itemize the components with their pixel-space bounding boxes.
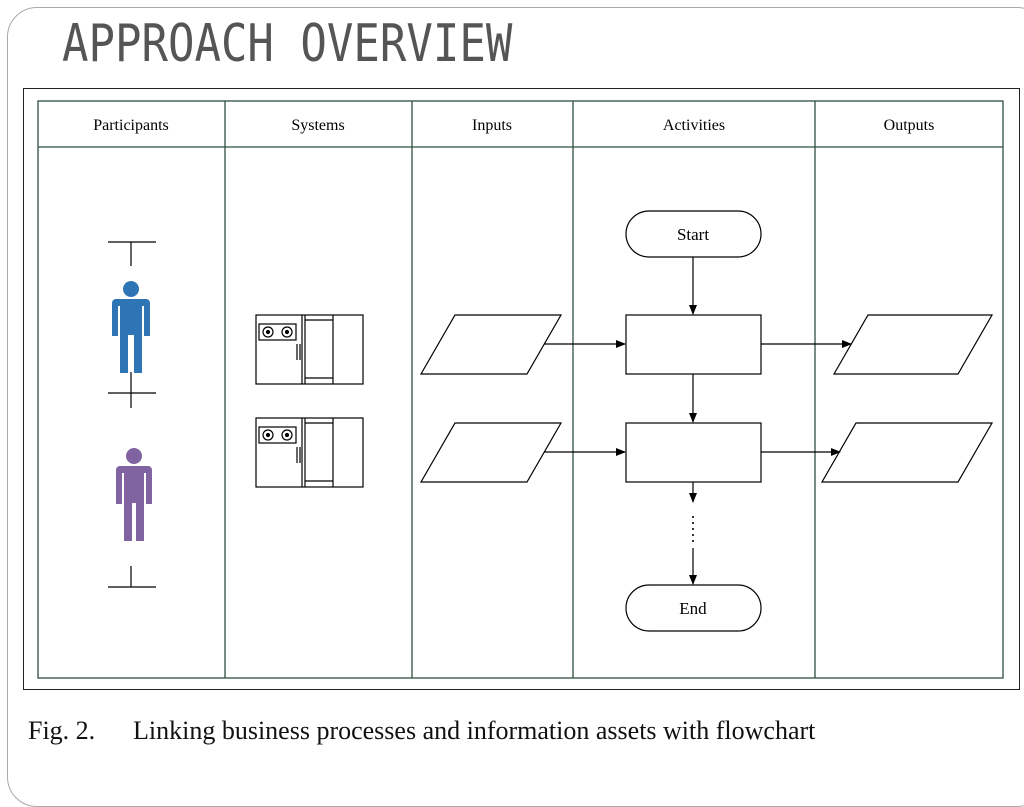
person-icon	[112, 281, 150, 373]
server-icon	[255, 314, 364, 385]
output-data-shape	[820, 422, 994, 483]
end-terminator	[625, 584, 762, 632]
figure-caption: Fig. 2. Linking business processes and in…	[28, 716, 1024, 746]
process-box	[625, 314, 762, 375]
lane-header-inputs: Inputs	[472, 117, 512, 134]
figure-box	[23, 88, 1020, 690]
output-data-shape	[832, 314, 994, 375]
lane-header-participants: Participants	[93, 117, 169, 134]
process-box	[625, 422, 762, 483]
input-data-shape	[419, 422, 563, 483]
caption-number: Fig. 2.	[28, 716, 96, 745]
end-label: End	[679, 599, 707, 618]
lane-header-outputs: Outputs	[884, 117, 935, 134]
lane-header-activities: Activities	[663, 117, 725, 134]
server-icon	[255, 417, 364, 488]
caption-text: Linking business processes and informati…	[133, 716, 816, 745]
flow-connectors	[544, 257, 852, 585]
person-icon	[116, 448, 152, 541]
participant-brackets	[108, 241, 156, 588]
input-data-shape	[419, 314, 563, 375]
lane-grid	[37, 100, 1004, 679]
swimlane-diagram: Participants Systems Inputs Activities O…	[37, 100, 1004, 679]
start-label: Start	[677, 225, 709, 244]
lane-header-systems: Systems	[291, 117, 344, 134]
slide-title: APPROACH OVERVIEW	[62, 14, 513, 75]
